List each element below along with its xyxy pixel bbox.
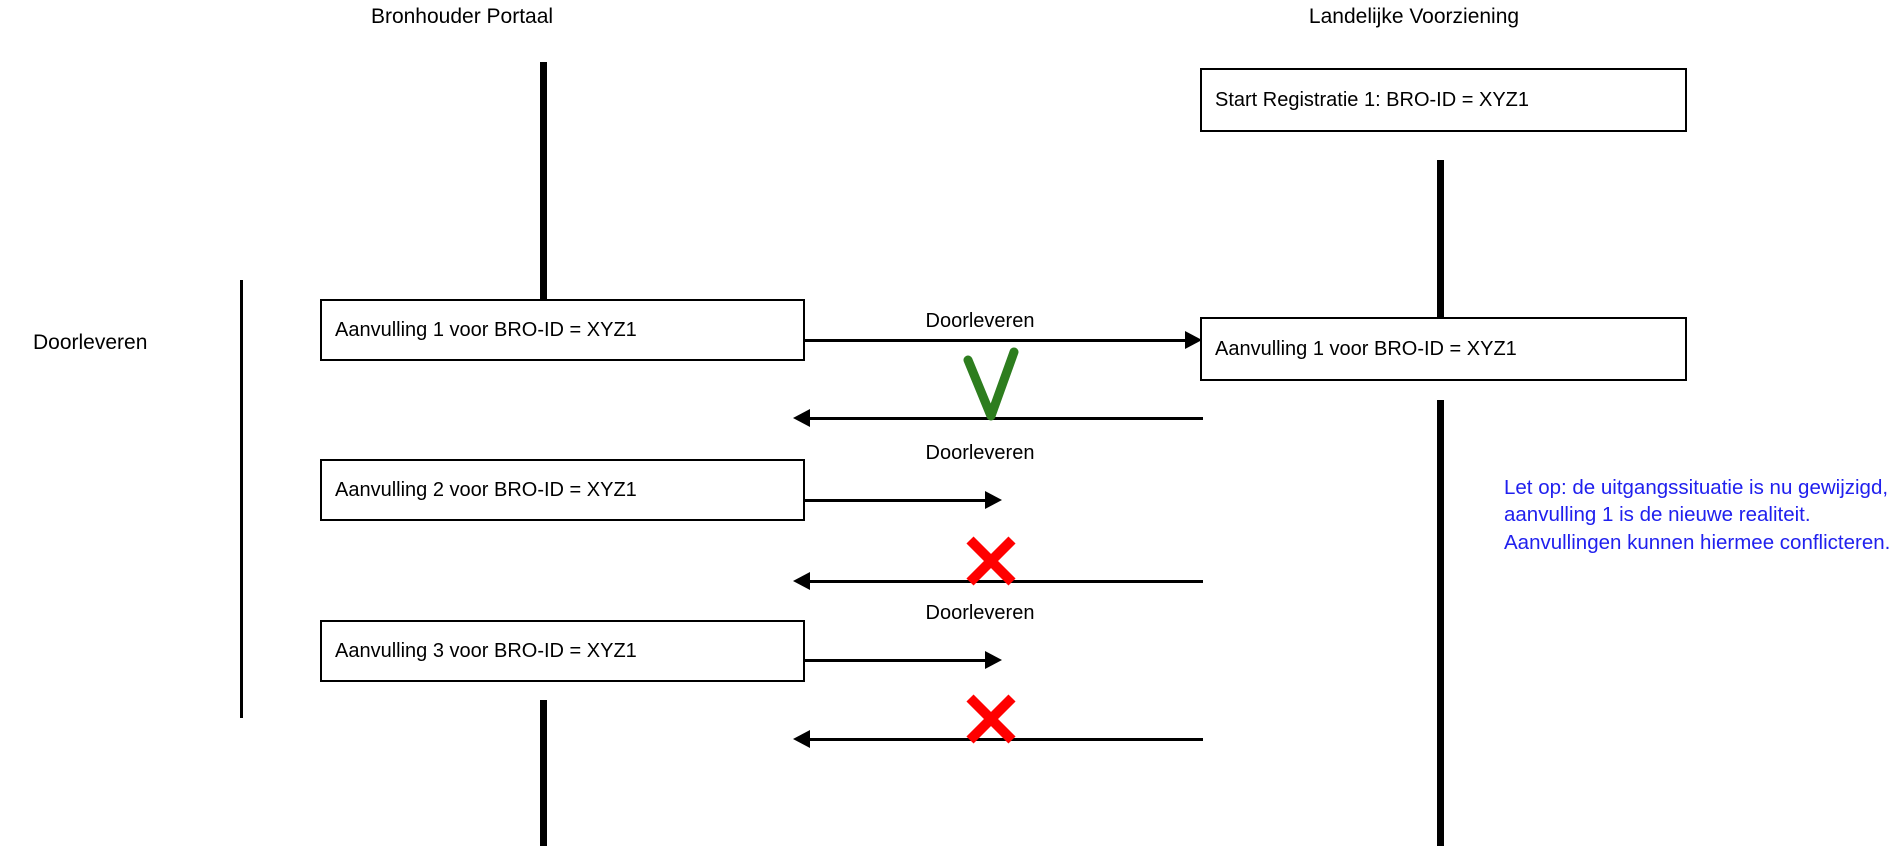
- arrow-line-doorleveren-1: [805, 339, 1188, 342]
- message-box-start-registratie[interactable]: Start Registratie 1: BRO-ID = XYZ1: [1200, 68, 1687, 132]
- message-box-aanvulling-2-left-label: Aanvulling 2 voor BRO-ID = XYZ1: [335, 479, 637, 501]
- lane-title-landelijke: Landelijke Voorziening: [1308, 5, 1520, 28]
- arrow-label-doorleveren-1: Doorleveren: [925, 310, 1035, 332]
- arrow-line-return-1: [810, 417, 1203, 420]
- note-text: Let op: de uitgangssituatie is nu gewijz…: [1504, 476, 1891, 554]
- message-box-aanvulling-3-left[interactable]: Aanvulling 3 voor BRO-ID = XYZ1: [320, 620, 805, 682]
- message-box-aanvulling-1-left[interactable]: Aanvulling 1 voor BRO-ID = XYZ1: [320, 299, 805, 361]
- arrow-line-doorleveren-3: [805, 659, 988, 662]
- lifeline-bronhouder-lower: [540, 700, 547, 846]
- group-bracket-doorleveren: [240, 280, 243, 718]
- arrow-head-left-icon-3: [793, 730, 810, 748]
- message-box-aanvulling-1-left-label: Aanvulling 1 voor BRO-ID = XYZ1: [335, 319, 637, 341]
- arrow-head-right-icon-3: [985, 651, 1002, 669]
- message-box-aanvulling-3-left-label: Aanvulling 3 voor BRO-ID = XYZ1: [335, 640, 637, 662]
- arrow-head-right-icon-1: [1185, 331, 1202, 349]
- arrow-label-doorleveren-3: Doorleveren: [925, 602, 1035, 624]
- check-mark-icon-1: [962, 346, 1026, 431]
- arrow-label-doorleveren-2: Doorleveren: [925, 442, 1035, 464]
- message-box-aanvulling-1-right-label: Aanvulling 1 voor BRO-ID = XYZ1: [1215, 338, 1517, 360]
- group-label-doorleveren: Doorleveren: [33, 331, 148, 354]
- lane-title-bronhouder: Bronhouder Portaal: [370, 5, 554, 28]
- message-box-aanvulling-1-right[interactable]: Aanvulling 1 voor BRO-ID = XYZ1: [1200, 317, 1687, 381]
- arrow-line-doorleveren-2: [805, 499, 988, 502]
- arrow-head-left-icon-2: [793, 572, 810, 590]
- lifeline-landelijke-upper: [1437, 160, 1444, 318]
- cross-mark-icon-3: [963, 691, 1019, 752]
- message-box-aanvulling-2-left[interactable]: Aanvulling 2 voor BRO-ID = XYZ1: [320, 459, 805, 521]
- lifeline-bronhouder-upper: [540, 62, 547, 315]
- arrow-head-right-icon-2: [985, 491, 1002, 509]
- cross-mark-icon-2: [963, 533, 1019, 594]
- message-box-start-registratie-label: Start Registratie 1: BRO-ID = XYZ1: [1215, 89, 1529, 111]
- lifeline-landelijke-lower: [1437, 400, 1444, 846]
- arrow-head-left-icon-1: [793, 409, 810, 427]
